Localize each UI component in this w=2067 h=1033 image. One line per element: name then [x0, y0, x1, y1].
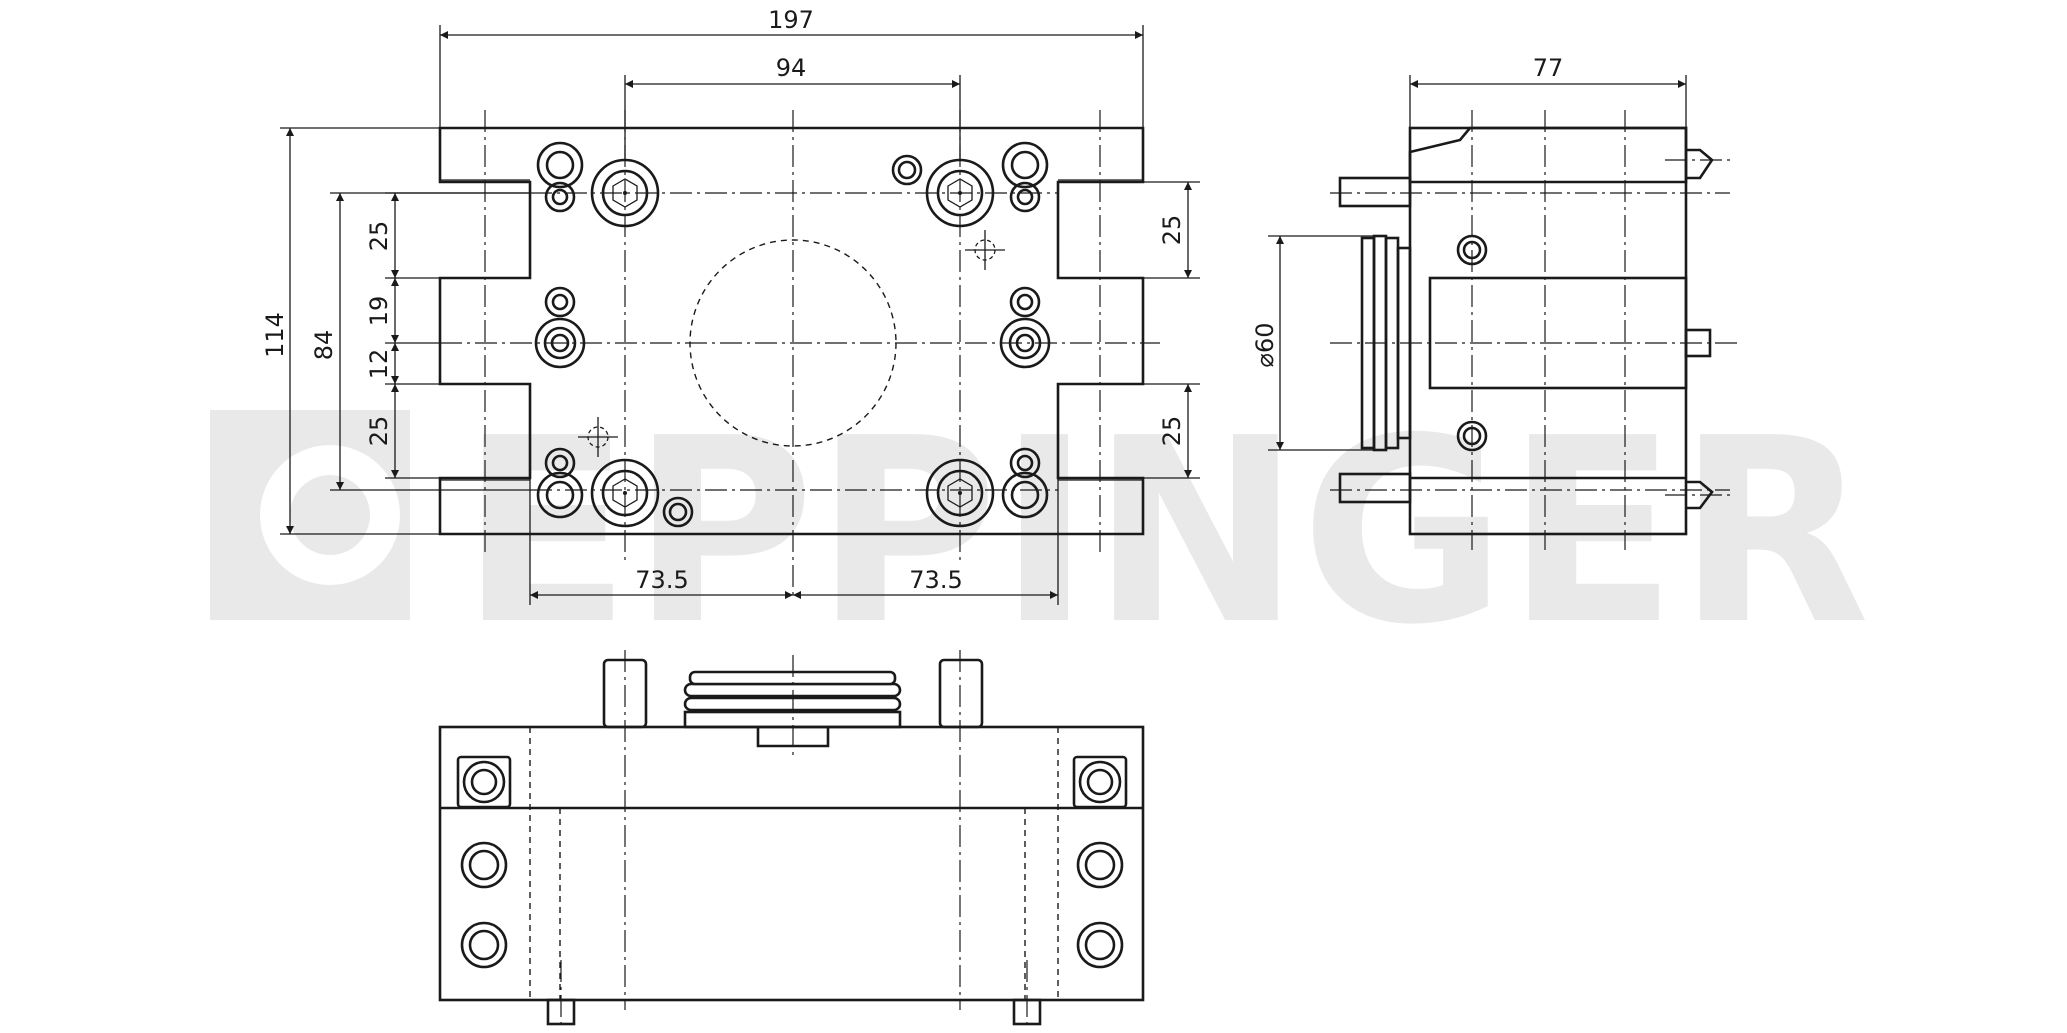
screw-pair-top-right-icon: [1001, 141, 1049, 213]
plug-bottom-icon: [662, 496, 694, 528]
side-view: [1330, 110, 1740, 550]
top-view-bolt-bl-icon: [460, 921, 508, 969]
front-view-outline: [438, 126, 1145, 536]
screw-pair-mid-right-icon: [999, 286, 1051, 369]
bolt-large-bottom-left-icon: [590, 458, 660, 528]
bolt-large-top-left-icon: [590, 158, 660, 228]
watermark: EPPINGER: [210, 384, 1870, 681]
target-marker-left-icon: [578, 417, 618, 457]
screw-pair-bottom-right-icon: [1001, 447, 1049, 519]
dim-side-width: 77: [1533, 54, 1564, 82]
screw-pair-mid-left-icon: [534, 286, 586, 369]
dim-slot-right-top: 25: [1158, 215, 1186, 246]
bolt-large-bottom-right-icon: [925, 458, 995, 528]
dim-slot-right-bottom: 25: [1158, 416, 1186, 447]
top-view-bolt-tl-icon: [456, 755, 512, 809]
top-view: [438, 650, 1145, 1030]
dim-slot-span: 84: [310, 330, 338, 361]
side-view-dimensions: 77 ⌀60: [1251, 54, 1687, 451]
dim-slot-bottom: 25: [365, 416, 393, 447]
top-view-bolt-br-icon: [1076, 921, 1124, 969]
top-view-bolt-tr-icon: [1072, 755, 1128, 809]
dim-overall-height: 114: [261, 312, 289, 358]
front-view-dimensions: 197 94 114 84 25 19 12 25: [261, 6, 1200, 605]
screw-pair-top-left-icon: [536, 141, 584, 213]
top-view-bolt-ml-icon: [460, 841, 508, 889]
screw-pair-bottom-left-icon: [536, 447, 584, 519]
front-view: [438, 110, 1160, 600]
top-view-body: [438, 725, 1145, 1002]
dim-offset-upper: 19: [365, 296, 393, 327]
dim-slot-top: 25: [365, 221, 393, 252]
target-marker-right-icon: [965, 230, 1005, 270]
hidden-bore-circle: [689, 239, 897, 447]
dim-diameter: ⌀60: [1251, 323, 1279, 368]
bolt-large-top-right-icon: [925, 158, 995, 228]
plug-top-icon: [891, 154, 923, 186]
watermark-text: EPPINGER: [460, 384, 1870, 681]
dim-offset-lower: 12: [365, 349, 393, 380]
dim-half-left: 73.5: [635, 566, 688, 594]
dim-half-right: 73.5: [909, 566, 962, 594]
top-view-bolt-mr-icon: [1076, 841, 1124, 889]
dim-overall-width: 197: [768, 6, 814, 34]
dim-bolt-spacing: 94: [776, 54, 807, 82]
